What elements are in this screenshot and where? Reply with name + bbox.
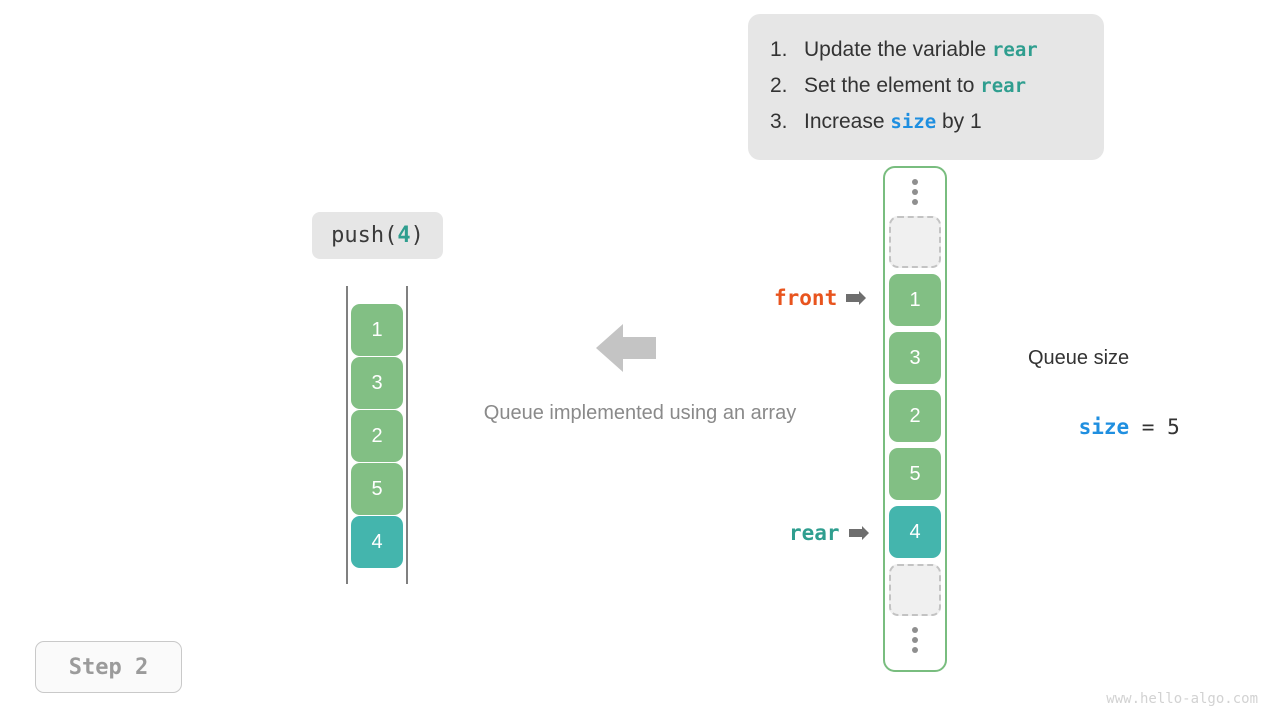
size-equals: = bbox=[1129, 415, 1168, 439]
instruction-number: 1. bbox=[770, 38, 788, 61]
instruction-text-post: by 1 bbox=[936, 110, 982, 133]
queue-cell: 3 bbox=[351, 357, 403, 409]
operation-close-paren: ) bbox=[410, 223, 424, 248]
instruction-number: 2. bbox=[770, 74, 788, 97]
queue-container: 1 3 2 5 4 bbox=[883, 166, 947, 672]
ellipsis-top-icon bbox=[889, 168, 941, 216]
array-rail-left bbox=[346, 286, 348, 584]
instruction-number: 3. bbox=[770, 110, 788, 133]
left-arrow-icon bbox=[596, 320, 656, 376]
queue-cell: 1 bbox=[351, 304, 403, 356]
operation-name: push( bbox=[331, 223, 398, 248]
operation-label: push(4) bbox=[312, 212, 443, 259]
queue-cells: 1 3 2 5 4 bbox=[889, 216, 941, 616]
queue-size-info: Queue size size = 5 bbox=[1028, 343, 1180, 481]
instruction-keyword: rear bbox=[991, 39, 1038, 61]
diagram-caption: Queue implemented using an array bbox=[483, 402, 797, 424]
queue-cell: 3 bbox=[889, 332, 941, 384]
array-rail-right bbox=[406, 286, 408, 584]
step-badge: Step 2 bbox=[35, 641, 182, 693]
instruction-list: 1. Update the variable rear 2. Set the elem… bbox=[770, 32, 1082, 140]
instruction-item: 3. Increase size by 1 bbox=[770, 104, 1082, 140]
front-pointer: front bbox=[774, 286, 867, 310]
instruction-text: Update the variable rear bbox=[804, 32, 1038, 68]
queue-cell: 5 bbox=[351, 463, 403, 515]
instruction-text-pre: Set the element to bbox=[804, 74, 981, 97]
queue-cell: 2 bbox=[889, 390, 941, 442]
queue-cell: 1 bbox=[889, 274, 941, 326]
queue-cell: 4 bbox=[889, 506, 941, 558]
instruction-text-pre: Increase bbox=[804, 110, 891, 133]
watermark: www.hello-algo.com bbox=[1106, 691, 1258, 707]
pointer-arrow-icon bbox=[846, 286, 867, 310]
rear-pointer-label: rear bbox=[789, 521, 840, 545]
queue-cell-empty bbox=[889, 216, 941, 268]
queue-size-expression: size = 5 bbox=[1028, 373, 1180, 481]
instruction-keyword: size bbox=[890, 111, 937, 133]
ellipsis-bottom-icon bbox=[889, 616, 941, 664]
size-variable: size bbox=[1078, 415, 1130, 439]
queue-cell: 5 bbox=[889, 448, 941, 500]
instruction-item: 1. Update the variable rear bbox=[770, 32, 1082, 68]
queue-cell: 2 bbox=[351, 410, 403, 462]
queue-cell-empty bbox=[889, 564, 941, 616]
instruction-text-pre: Update the variable bbox=[804, 38, 992, 61]
front-pointer-label: front bbox=[774, 286, 838, 310]
instruction-item: 2. Set the element to rear bbox=[770, 68, 1082, 104]
instruction-text: Set the element to rear bbox=[804, 68, 1026, 104]
queue-cell: 4 bbox=[351, 516, 403, 568]
instruction-text: Increase size by 1 bbox=[804, 104, 982, 140]
size-value: 5 bbox=[1167, 415, 1180, 439]
instruction-keyword: rear bbox=[980, 75, 1027, 97]
instruction-panel: 1. Update the variable rear 2. Set the elem… bbox=[748, 14, 1104, 160]
rear-pointer: rear bbox=[789, 521, 869, 545]
pointer-arrow-icon bbox=[848, 521, 869, 545]
operation-argument: 4 bbox=[397, 223, 411, 248]
queue-size-title: Queue size bbox=[1028, 347, 1130, 369]
